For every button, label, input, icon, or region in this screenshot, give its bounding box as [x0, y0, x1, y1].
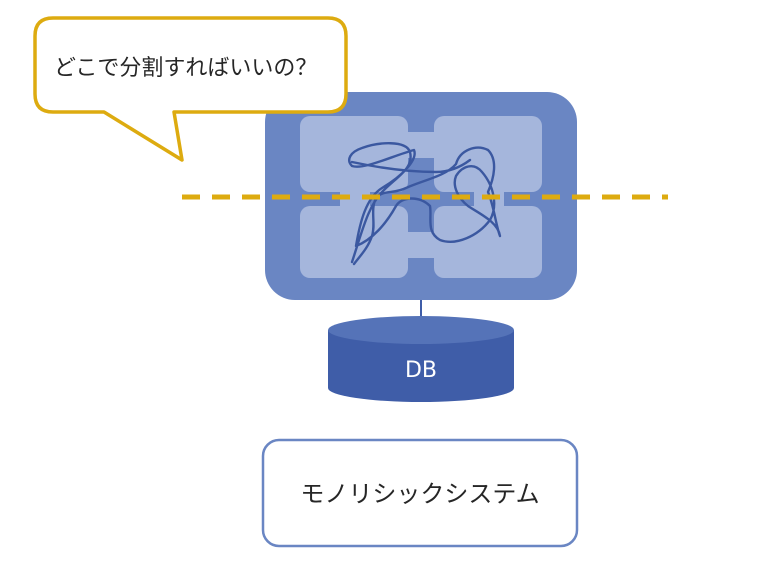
tangled-dependencies [348, 142, 502, 266]
system-box [261, 438, 579, 548]
module-tile-top-right [434, 116, 542, 192]
module-tile-top-left [300, 116, 408, 192]
db-top [328, 316, 514, 344]
module-tile-bottom-right [434, 206, 542, 278]
tile-connector-top [400, 132, 442, 158]
callout-bubble [33, 16, 348, 162]
system-label: モノリシックシステム [300, 480, 539, 508]
database-cylinder: DB [328, 316, 514, 402]
callout-text: どこで分割すればいいの？ [54, 56, 317, 81]
db-body [328, 330, 514, 402]
system-label-box: モノリシックシステム [261, 438, 579, 548]
module-tile-bottom-left [300, 206, 408, 278]
module-tiles [300, 116, 542, 278]
monolith-app [265, 92, 577, 300]
question-callout: どこで分割すればいいの？ [33, 16, 348, 162]
db-label: DB [405, 358, 437, 383]
